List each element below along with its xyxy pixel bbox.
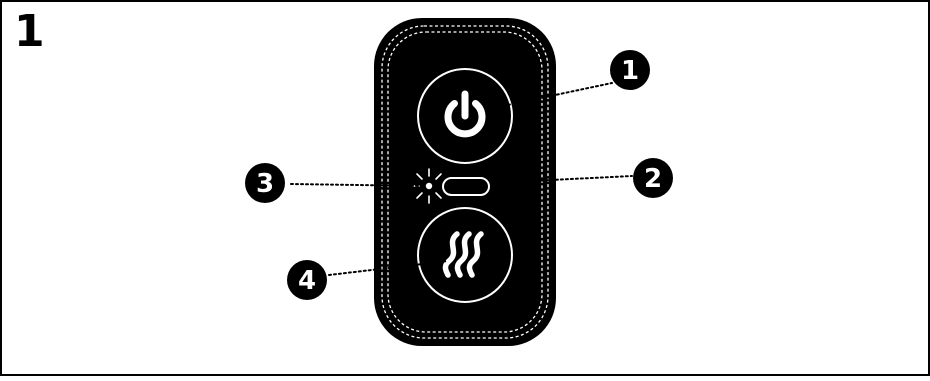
callout-3: 3 [245, 163, 285, 203]
callout-2: 2 [633, 158, 673, 198]
remote-control [374, 18, 556, 346]
callout-4: 4 [287, 260, 327, 300]
callout-2-label: 2 [644, 164, 662, 194]
power-button [418, 69, 512, 163]
callout-3-label: 3 [256, 169, 274, 199]
heat-button [418, 208, 512, 302]
indicator-bar [443, 178, 489, 195]
callout-1: 1 [610, 50, 650, 90]
status-light-dot [426, 183, 432, 189]
figure-number: 1 [14, 10, 45, 54]
callout-4-label: 4 [298, 266, 316, 296]
callout-1-label: 1 [621, 56, 639, 86]
